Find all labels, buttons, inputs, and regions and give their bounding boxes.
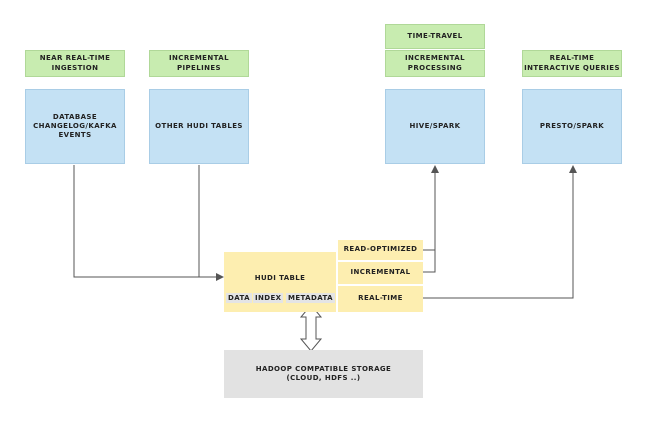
view-incremental: INCREMENTAL — [338, 262, 423, 284]
source-database-changelog: DATABASE CHANGELOG/KAFKA EVENTS — [25, 89, 125, 164]
label-time-travel: TIME-TRAVEL — [385, 24, 485, 49]
hudi-tag-data: DATA — [226, 293, 252, 303]
line-views-to-hive — [423, 249, 436, 273]
hudi-table-title: HUDI TABLE — [254, 274, 306, 282]
engine-presto-spark: PRESTO/SPARK — [522, 89, 622, 164]
engine-hive-spark: HIVE/SPARK — [385, 89, 485, 164]
hudi-tag-index: INDEX — [253, 293, 284, 303]
hudi-tag-metadata: METADATA — [286, 293, 335, 303]
hudi-table: HUDI TABLE — [224, 252, 336, 312]
view-realtime: REAL-TIME — [338, 286, 423, 312]
source-other-hudi-tables: OTHER HUDI TABLES — [149, 89, 249, 164]
view-read-optimized: READ-OPTIMIZED — [338, 240, 423, 260]
label-incremental-processing: INCREMENTAL PROCESSING — [385, 50, 485, 77]
label-near-realtime-ingestion: NEAR REAL-TIME INGESTION — [25, 50, 125, 77]
line-realtime-to-presto — [423, 165, 577, 299]
hadoop-storage: HADOOP COMPATIBLE STORAGE (CLOUD, HDFS .… — [224, 350, 423, 398]
line-database-to-hudi — [73, 165, 224, 281]
label-realtime-queries: REAL-TIME INTERACTIVE QUERIES — [522, 50, 622, 77]
label-incremental-pipelines: INCREMENTAL PIPELINES — [149, 50, 249, 77]
